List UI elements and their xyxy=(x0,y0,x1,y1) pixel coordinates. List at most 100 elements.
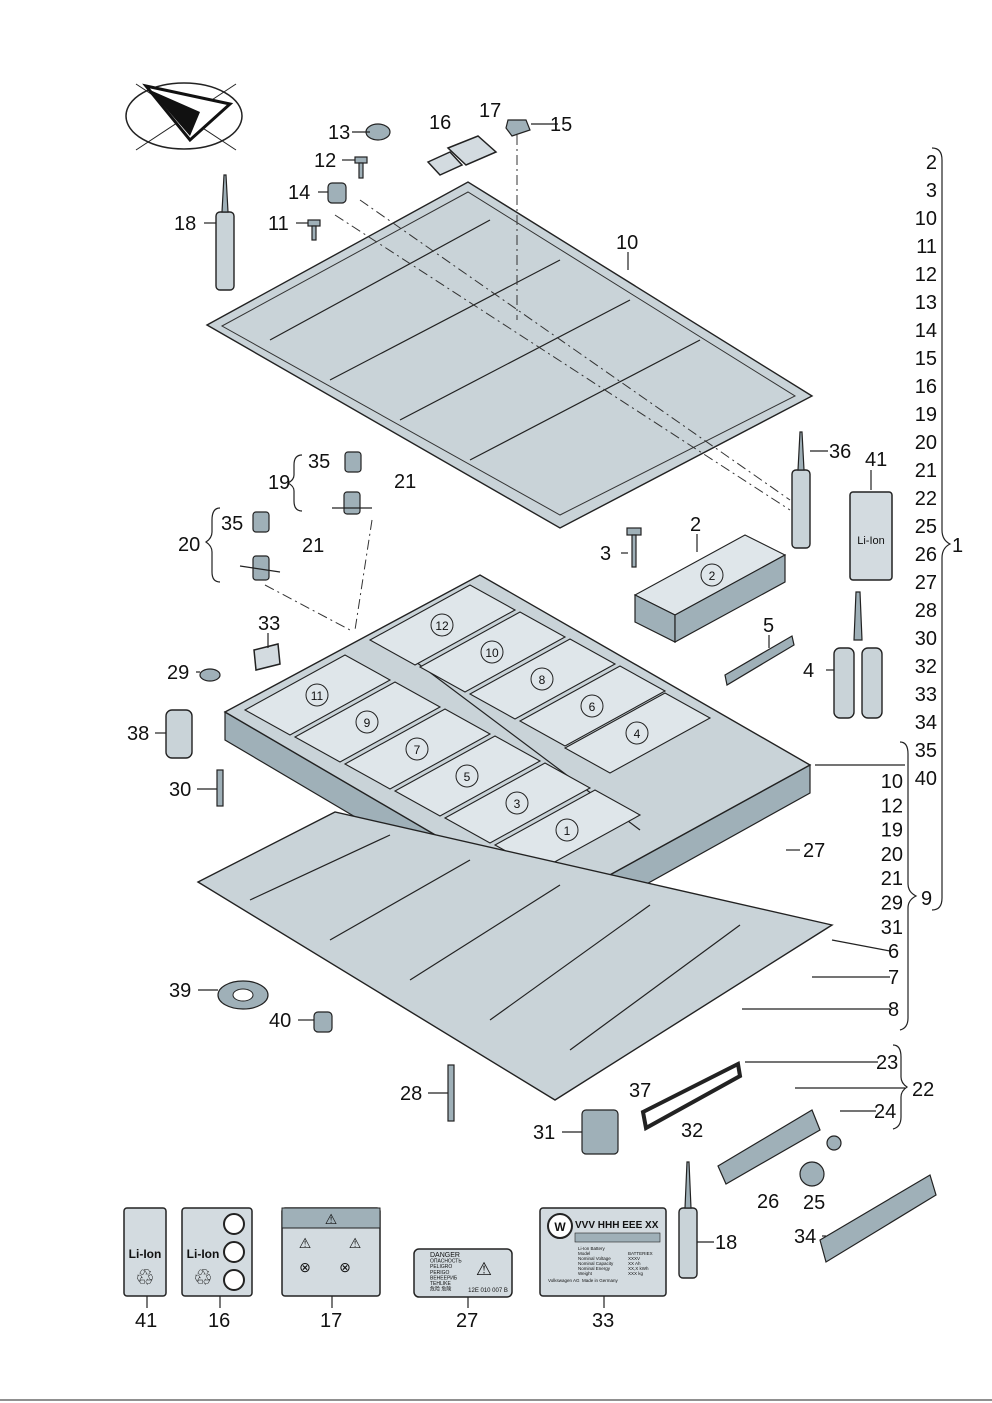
callout-label: 38 xyxy=(127,723,149,745)
callout-label: 17 xyxy=(479,100,501,122)
danger-text: 危险 危険 xyxy=(430,1286,451,1293)
callout-label: 33 xyxy=(258,613,280,635)
callout-label: 36 xyxy=(829,441,851,463)
callout-label: 12 xyxy=(314,150,336,172)
battery-module: 3 xyxy=(443,762,592,844)
danger-text: TEHLIKE xyxy=(430,1281,452,1287)
danger-text: DANGER xyxy=(430,1252,460,1259)
group-1-item: 25 xyxy=(915,516,937,538)
svg-text:♲: ♲ xyxy=(135,1265,155,1290)
module-number: 4 xyxy=(634,727,641,741)
module-number: 1 xyxy=(564,824,571,838)
nut-40 xyxy=(313,1011,333,1033)
danger-text: ОПАСНОСТЬ xyxy=(430,1259,462,1265)
callout-label: 28 xyxy=(400,1083,422,1105)
sticker-16: Li-Ion ♲ xyxy=(181,1207,253,1297)
battery-module: 9 xyxy=(293,681,442,763)
group-1-item: 16 xyxy=(915,376,937,398)
battery-module: 6 xyxy=(518,665,667,747)
bolt-11 xyxy=(307,219,321,241)
plate-value-text: XXXV xyxy=(628,1256,640,1261)
module-number: 10 xyxy=(485,646,499,660)
group-1-item: 19 xyxy=(915,404,937,426)
module-number: 9 xyxy=(364,716,371,730)
plate-line-text: Nominal Capacity xyxy=(578,1261,614,1266)
plate-line-text: Nominal Voltage xyxy=(578,1256,611,1261)
group-1-item: 11 xyxy=(916,236,937,258)
group-1-item: 2 xyxy=(926,152,937,174)
callout-label: 34 xyxy=(794,1226,816,1248)
group-1-item: 26 xyxy=(915,544,937,566)
bottom-callout-label: 41 xyxy=(135,1310,157,1332)
group-9-item: 19 xyxy=(881,820,903,842)
group-1-item: 13 xyxy=(915,292,937,314)
module-number: 12 xyxy=(435,619,449,633)
callout-label: 40 xyxy=(269,1010,291,1032)
group-1-item: 14 xyxy=(915,320,937,342)
group-1-item: 20 xyxy=(915,432,937,454)
callout-label: 8 xyxy=(888,999,899,1021)
group-1-item: 22 xyxy=(915,488,937,510)
part-number-text: 12E 010 007 B xyxy=(468,1288,508,1294)
nut-14 xyxy=(327,182,347,204)
danger-text: PELIGRO xyxy=(430,1264,452,1270)
callout-label: 20 xyxy=(178,534,200,556)
sticker-41: Li-Ion ♲ xyxy=(123,1207,167,1297)
group-9-item: 10 xyxy=(881,771,903,793)
bottom-callout-label: 27 xyxy=(456,1310,478,1332)
callout-label: 22 xyxy=(912,1079,934,1101)
module-number: 7 xyxy=(414,743,421,757)
leader-lines xyxy=(155,123,905,1243)
sealant-tube-18-b xyxy=(678,1161,698,1279)
valve-20 xyxy=(239,555,281,581)
callout-label: 32 xyxy=(681,1120,703,1142)
module-number: 2 xyxy=(709,569,716,583)
strip-5 xyxy=(724,635,795,686)
sticker-16-small xyxy=(426,151,464,176)
callout-label: 11 xyxy=(268,213,289,235)
svg-text:⚠: ⚠ xyxy=(299,1235,312,1251)
svg-text:⚠: ⚠ xyxy=(349,1235,362,1251)
gasket-23 xyxy=(640,1060,743,1132)
callout-label: 21 xyxy=(394,471,416,493)
plate-line-text: Model xyxy=(578,1251,590,1256)
group-9-item: 20 xyxy=(881,844,903,866)
connector-22 xyxy=(717,1109,821,1185)
connector-34 xyxy=(819,1174,937,1263)
nut-15 xyxy=(505,119,531,137)
callout-label: 30 xyxy=(169,779,191,801)
bolt-28 xyxy=(447,1064,455,1122)
callout-label: 29 xyxy=(167,662,189,684)
callout-label: 26 xyxy=(757,1191,779,1213)
li-ion-text: Li-Ion xyxy=(857,535,885,547)
sealant-tube-18 xyxy=(215,174,235,291)
svg-text:W: W xyxy=(554,1220,566,1234)
callout-label: 31 xyxy=(533,1122,555,1144)
callout-label: 25 xyxy=(803,1192,825,1214)
battery-module: 4 xyxy=(563,692,712,774)
module-number: 5 xyxy=(464,770,471,784)
svg-text:⚠: ⚠ xyxy=(325,1211,338,1227)
callout-label: 16 xyxy=(429,112,451,134)
group-9-label: 9 xyxy=(921,888,932,910)
callout-label: 5 xyxy=(763,615,774,637)
bottom-callout-label: 33 xyxy=(592,1310,614,1332)
bottom-callout-label: 16 xyxy=(208,1310,230,1332)
plate-line-text: Li-Ion Battery xyxy=(578,1246,606,1251)
sticker-27: DANGERОПАСНОСТЬPELIGROPERIGOBEHEЕРИБTEHL… xyxy=(413,1248,513,1298)
vent-35-b xyxy=(252,511,270,533)
vent-35-a xyxy=(344,451,362,473)
callout-label: 13 xyxy=(328,122,350,144)
bolt-12 xyxy=(354,156,368,179)
group-9-item: 31 xyxy=(881,917,903,939)
sticker-17-small xyxy=(446,135,498,166)
cover-plate xyxy=(205,181,814,529)
module-number: 3 xyxy=(514,797,521,811)
li-ion-text: Li-Ion xyxy=(129,1247,162,1261)
container-38 xyxy=(165,709,193,759)
group-1-item: 12 xyxy=(915,264,937,286)
group-1-item: 30 xyxy=(915,628,937,650)
group-1-item: 27 xyxy=(915,572,937,594)
plate-title-text: VVV HHH EEE XX xyxy=(575,1220,659,1231)
